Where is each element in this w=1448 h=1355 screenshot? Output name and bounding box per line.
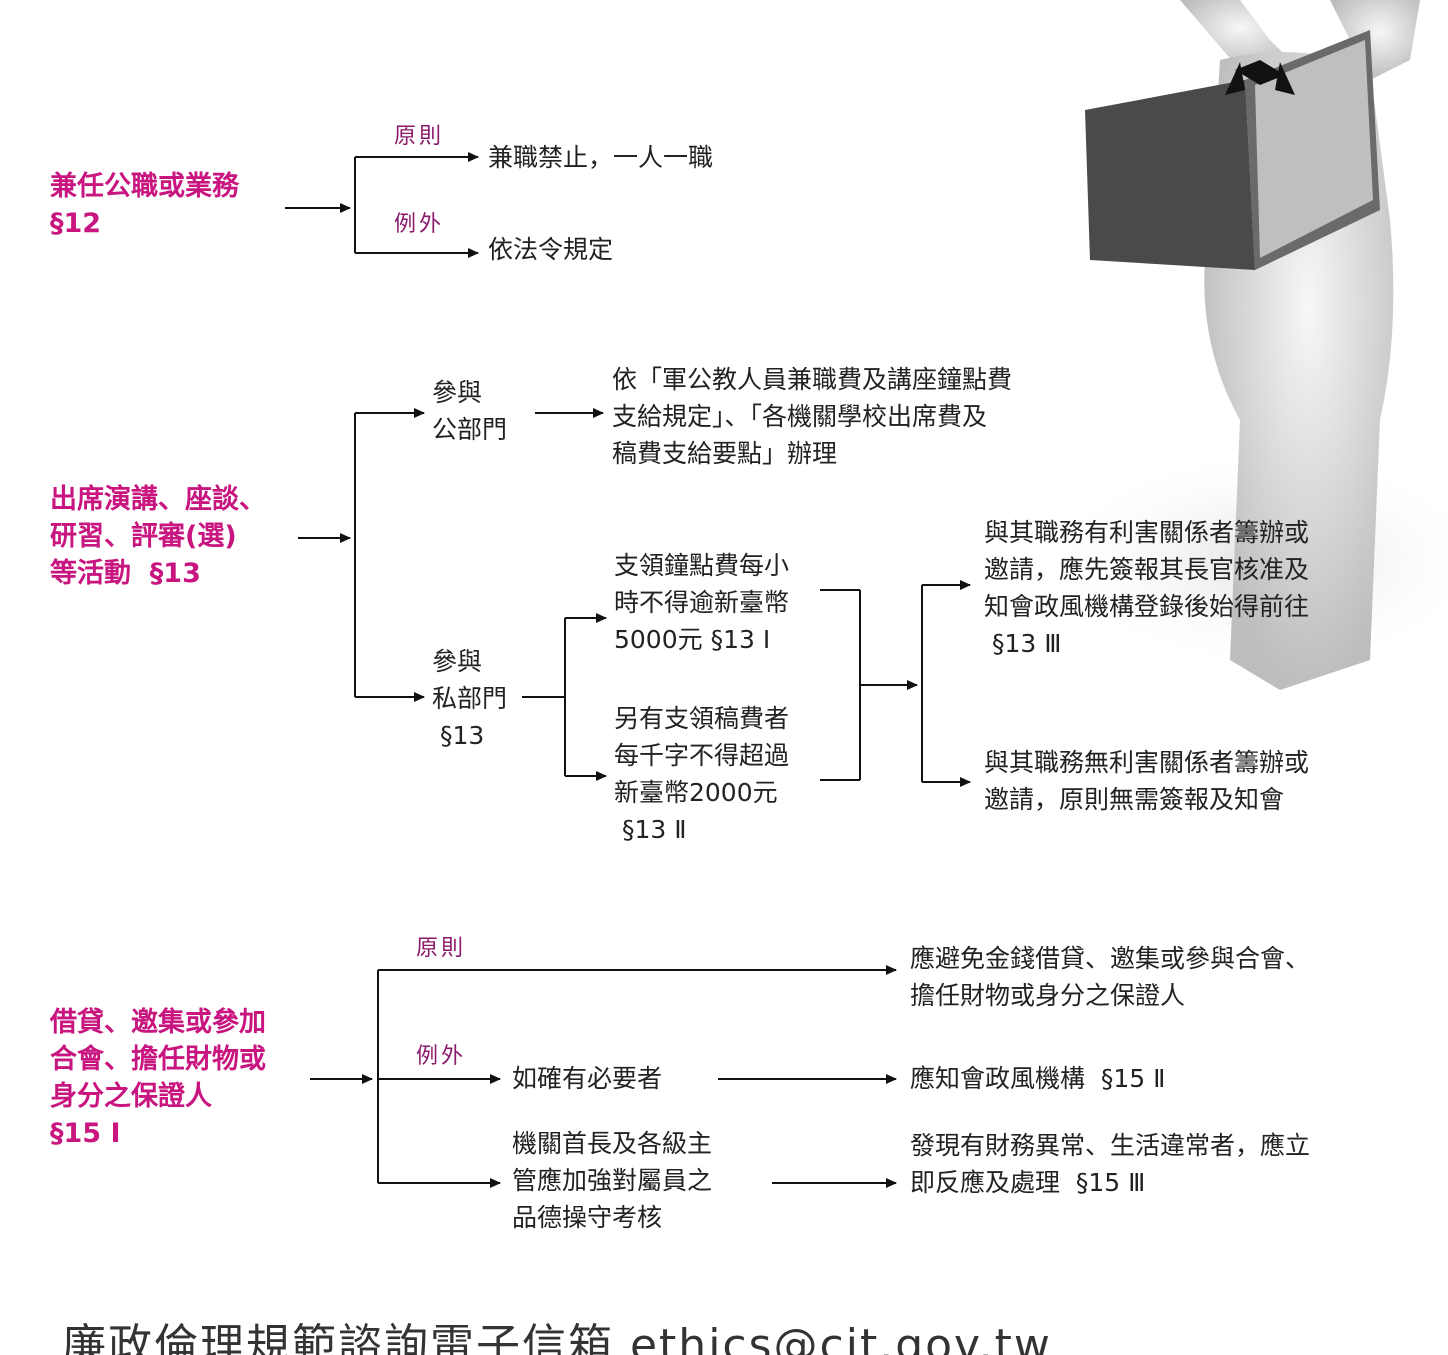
figure-illustration [1050, 0, 1448, 690]
s3-rule-text: 應避免金錢借貸、邀集或參與合會、 擔任財物或身分之保證人 [910, 944, 1311, 1010]
s1-rule-label: 原則 [394, 124, 445, 149]
s3-supervisors: 機關首長及各級主 管應加強對屬員之 品德操守考核 [512, 1129, 713, 1232]
s2-interest-related: 與其職務有利害關係者籌辦或 邀請，應先簽報其長官核准及 知會政風機構登錄後始得前… [984, 518, 1310, 658]
s1-exception-text: 依法令規定 [488, 235, 614, 264]
s2-public-desc: 依「軍公教人員兼職費及講座鐘點費 支給規定」、「各機關學校出席費及 稿費支給要點… [612, 365, 1013, 468]
s3-exception-label: 例外 [416, 1044, 467, 1069]
s1-heading: 兼任公職或業務 §12 [50, 171, 239, 239]
s3-heading: 借貸、邀集或參加 合會、擔任財物或 身分之保證人 §15 Ⅰ [50, 1007, 266, 1149]
s2-private-sector: 參與 私部門 §13 [432, 647, 508, 750]
s1-rule-text: 兼職禁止，一人一職 [488, 143, 714, 172]
s2-lecture-fee: 支領鐘點費每小 時不得逾新臺幣 5000元 §13 Ⅰ [614, 551, 790, 654]
s1-exception-label: 例外 [394, 212, 445, 237]
s3-notify: 應知會政風機構 §15 Ⅱ [910, 1064, 1166, 1093]
s2-manuscript-fee: 另有支領稿費者 每千字不得超過 新臺幣2000元 §13 Ⅱ [614, 704, 790, 844]
s3-necessary: 如確有必要者 [512, 1064, 663, 1093]
footer-email-line: 廉政倫理規範諮詢電子信箱 ethics@cit.gov.tw [62, 1320, 1052, 1355]
s2-no-interest: 與其職務無利害關係者籌辦或 邀請，原則無需簽報及知會 [984, 748, 1310, 814]
s3-rule-label: 原則 [416, 936, 467, 961]
s2-public-sector: 參與 公部門 [432, 378, 508, 444]
s3-abnormal: 發現有財務異常、生活違常者，應立 即反應及處理 §15 Ⅲ [910, 1131, 1311, 1197]
s2-heading: 出席演講、座談、 研習、評審(選) 等活動 §13 [50, 484, 266, 589]
